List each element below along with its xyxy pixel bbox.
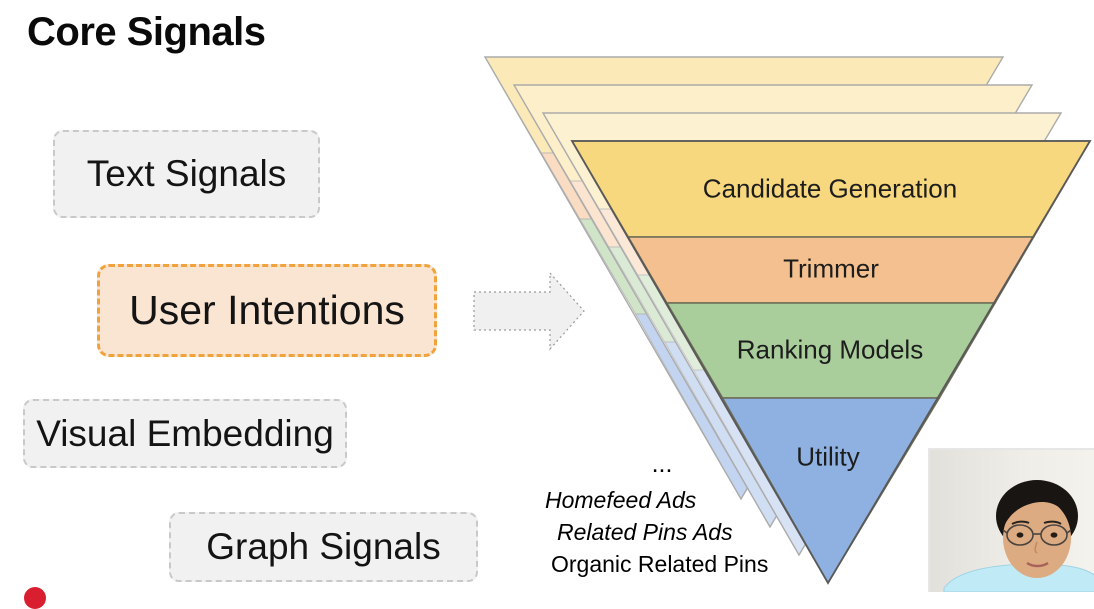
surface-label-related-pins-ads: Related Pins Ads [557,519,733,545]
funnel-layer-front [570,140,1092,585]
signal-box-label: User Intentions [129,287,405,333]
right-arrow-icon [473,271,585,351]
signal-box-graph-signals: Graph Signals [169,512,478,582]
funnel-stage-label-utility: Utility [796,441,860,472]
signal-box-user-intentions-highlighted: User Intentions [97,264,437,357]
webcam-overlay [928,448,1094,592]
funnel-stage-label-candidate-generation: Candidate Generation [702,173,958,204]
presenter-avatar [943,480,1094,592]
signal-box-text-signals: Text Signals [53,130,320,218]
surface-label-ellipsis: ... [651,450,673,478]
signal-box-label: Graph Signals [206,526,441,567]
page-title: Core Signals [27,10,266,54]
record-dot-icon [24,587,46,609]
signal-box-label: Text Signals [86,153,287,194]
signal-box-visual-embedding: Visual Embedding [23,399,347,468]
surface-label-homefeed-ads: Homefeed Ads [545,487,697,513]
funnel-stage-label-trimmer: Trimmer [783,253,879,284]
funnel-diagram [473,56,1092,585]
signal-box-label: Visual Embedding [36,412,334,454]
surface-label-organic-related-pins: Organic Related Pins [551,551,769,577]
funnel-stage-label-ranking-models: Ranking Models [736,334,924,365]
glasses-icon [1002,524,1072,546]
